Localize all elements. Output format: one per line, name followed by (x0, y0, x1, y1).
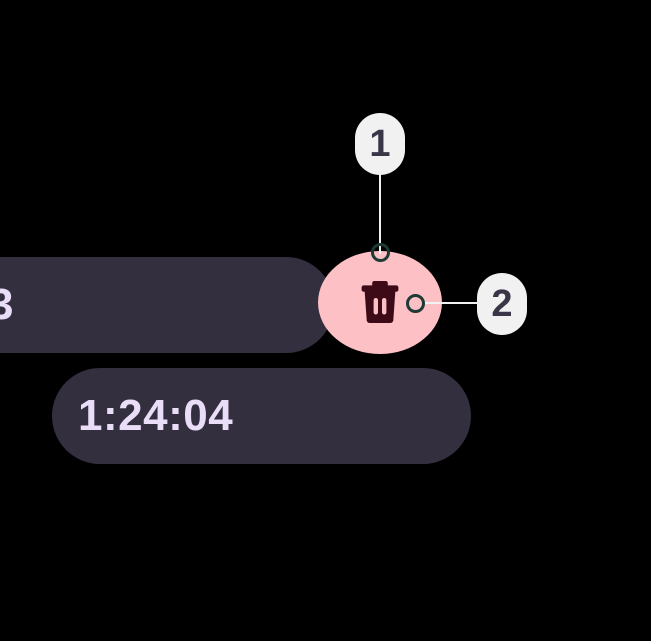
timeline-pill-duration-bottom[interactable]: 1:24:04 (52, 368, 471, 464)
callout-anchor-ring-1 (371, 243, 390, 262)
timeline-pill-label: 1:24:04 (78, 391, 234, 440)
callout-connector-line-1 (379, 172, 381, 254)
callout-connector-line-2 (418, 302, 480, 304)
callout-badge-2[interactable]: 2 (477, 273, 527, 335)
callout-badge-1[interactable]: 1 (355, 113, 405, 175)
timeline-pill-label: 43 (0, 280, 14, 329)
callout-badge-label: 1 (369, 123, 391, 165)
trash-icon (361, 281, 399, 323)
callout-anchor-ring-2 (406, 294, 425, 313)
callout-badge-label: 2 (491, 283, 513, 325)
timeline-pill-duration-top[interactable]: 43 (0, 257, 334, 353)
